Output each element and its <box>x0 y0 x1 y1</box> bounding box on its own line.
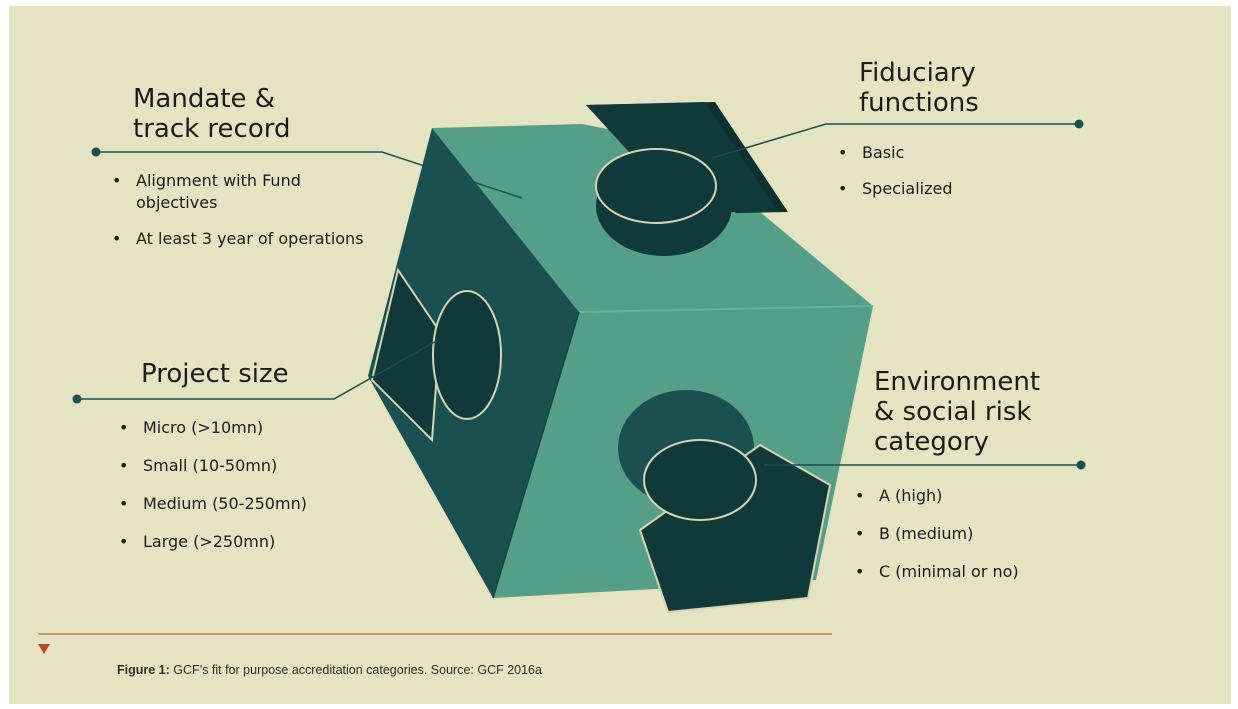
project-size-item: Medium (50-250mn) <box>117 493 347 515</box>
figure-caption: Figure 1: GCF’s fit for purpose accredit… <box>117 663 542 677</box>
project-size-item: Small (10-50mn) <box>117 455 347 477</box>
mandate-title-line2: track record <box>133 114 291 144</box>
top-knob <box>595 148 717 224</box>
environment-title-line1: Environment <box>874 367 1041 397</box>
caption-text: GCF’s fit for purpose accreditation cate… <box>169 663 542 677</box>
fiduciary-title-line1: Fiduciary <box>859 58 976 88</box>
fiduciary-item: Basic <box>836 142 1036 164</box>
left-piece <box>370 267 442 443</box>
fiduciary-title-line2: functions <box>859 88 979 118</box>
environment-title-line3: category <box>874 427 989 457</box>
project-size-title: Project size <box>141 359 289 389</box>
environment-item: C (minimal or no) <box>853 561 1093 583</box>
fiduciary-title: Fiduciary functions <box>859 58 979 118</box>
front-piece <box>638 443 832 614</box>
project-size-item: Micro (>10mn) <box>117 417 347 439</box>
project-size-list: Micro (>10mn) Small (10-50mn) Medium (50… <box>117 417 347 553</box>
mandate-item: Alignment with Fund objectives <box>110 170 380 214</box>
connector-line-project-size <box>77 339 439 400</box>
cube-edge <box>492 311 580 599</box>
mandate-title: Mandate & track record <box>133 84 291 144</box>
fiduciary-item: Specialized <box>836 178 1036 200</box>
environment-item: A (high) <box>853 485 1093 507</box>
environment-title: Environment & social risk category <box>874 367 1040 457</box>
connector-line-mandate <box>96 151 523 199</box>
cube-edge <box>578 305 874 313</box>
environment-item: B (medium) <box>853 523 1093 545</box>
caption-marker-icon <box>38 644 50 654</box>
front-knob <box>643 439 757 521</box>
environment-title-line2: & social risk <box>874 397 1032 427</box>
mandate-list: Alignment with Fund objectives At least … <box>110 170 380 250</box>
connector-line-fiduciary <box>711 123 1079 159</box>
mandate-title-line1: Mandate & <box>133 84 276 114</box>
mandate-item: At least 3 year of operations <box>110 228 380 250</box>
caption-label: Figure 1: <box>117 663 170 677</box>
left-knob <box>432 290 502 420</box>
fiduciary-list: Basic Specialized <box>836 142 1036 200</box>
environment-list: A (high) B (medium) C (minimal or no) <box>853 485 1093 583</box>
project-size-item: Large (>250mn) <box>117 531 347 553</box>
